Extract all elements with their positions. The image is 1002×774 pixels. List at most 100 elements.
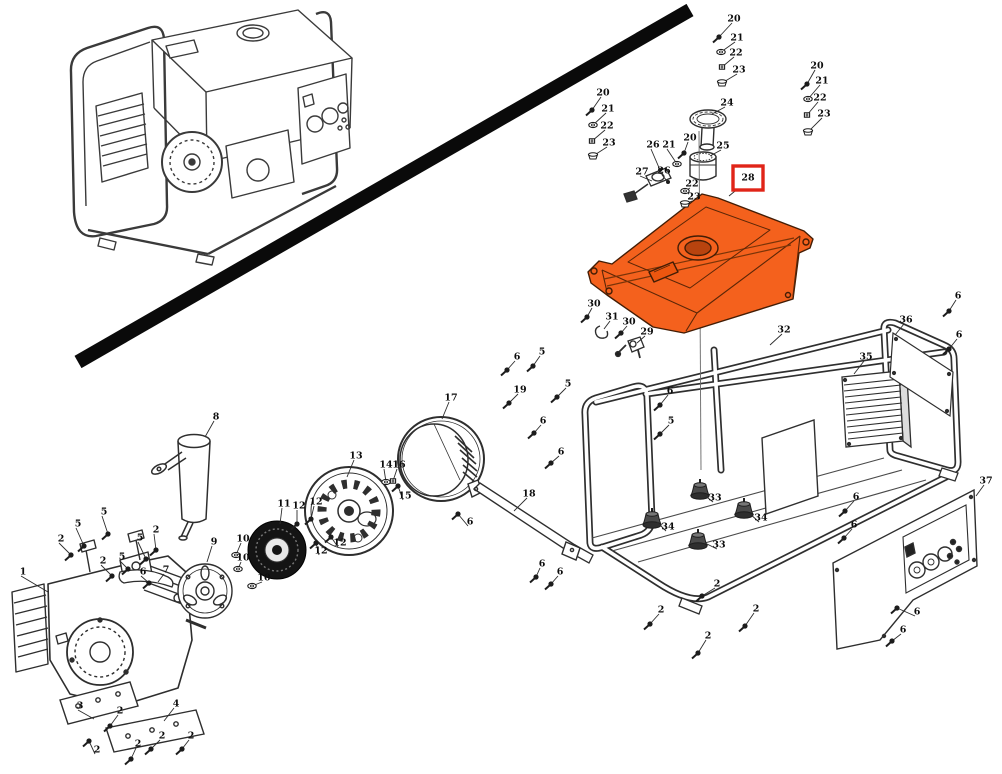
part-callout-10[interactable]: 10	[231, 534, 250, 559]
part-callout-16[interactable]: 16	[389, 460, 406, 484]
part-callout-3[interactable]: 3	[77, 701, 95, 720]
part-callout-23[interactable]: 23	[716, 65, 746, 87]
part-callout-23[interactable]: 23	[587, 138, 616, 160]
part-callout-34[interactable]: 34	[656, 522, 675, 533]
part-callout-2[interactable]: 2	[124, 739, 141, 766]
part-callout-5[interactable]: 5	[137, 533, 149, 566]
part-callout-24[interactable]: 24	[711, 98, 734, 115]
part-callout-6[interactable]: 6	[942, 291, 962, 318]
part-callout-5[interactable]: 5	[101, 507, 111, 541]
part-callout-6[interactable]: 6	[885, 625, 907, 648]
part-callout-6[interactable]: 6	[837, 520, 858, 545]
part-callout-25[interactable]: 25	[709, 141, 730, 157]
part-callout-10[interactable]: 10	[233, 553, 250, 573]
part-number-label: 6	[140, 567, 147, 578]
part-callout-6[interactable]: 6	[942, 330, 963, 356]
generator-housing	[397, 416, 485, 502]
part-callout-20[interactable]: 20	[800, 61, 824, 91]
part-callout-6[interactable]: 6	[140, 567, 152, 590]
part-callout-2[interactable]: 2	[175, 731, 194, 756]
part-callout-2[interactable]: 2	[695, 579, 720, 603]
part-callout-22[interactable]: 22	[718, 48, 743, 70]
part-callout-2[interactable]: 2	[149, 525, 159, 557]
part-callout-21[interactable]: 21	[716, 33, 744, 56]
part-callout-8[interactable]: 8	[204, 412, 220, 438]
part-callout-23[interactable]: 23	[679, 192, 701, 208]
part-callout-15[interactable]: 15	[391, 483, 412, 502]
part-callout-2[interactable]: 2	[691, 631, 711, 660]
part-callout-12[interactable]: 12	[304, 497, 323, 526]
part-callout-7[interactable]: 7	[157, 565, 169, 583]
part-callout-19[interactable]: 19	[502, 385, 527, 410]
part-number-label: 30	[622, 317, 636, 328]
part-callout-10[interactable]: 10	[247, 573, 271, 590]
part-callout-30[interactable]: 30	[614, 317, 636, 340]
part-callout-22[interactable]: 22	[588, 121, 614, 144]
part-callout-12[interactable]: 12	[324, 534, 347, 549]
part-callout-2[interactable]: 2	[82, 738, 100, 756]
part-number-label: 23	[687, 192, 700, 203]
part-callout-21[interactable]: 21	[662, 140, 682, 168]
part-number-label: 11	[277, 499, 290, 510]
part-callout-33[interactable]: 33	[702, 493, 722, 504]
part-callout-2[interactable]: 2	[103, 706, 123, 733]
part-callout-1[interactable]: 1	[20, 567, 49, 593]
part-callout-2[interactable]: 2	[144, 731, 165, 756]
part-callout-18[interactable]: 18	[513, 489, 536, 512]
part-callout-27[interactable]: 27	[635, 167, 653, 182]
part-callout-11[interactable]: 11	[277, 499, 291, 525]
part-callout-22[interactable]: 22	[803, 93, 827, 118]
part-number-label: 3	[77, 701, 84, 712]
part-callout-6[interactable]: 6	[500, 352, 521, 377]
part-callout-22[interactable]: 22	[680, 179, 699, 195]
part-callout-6[interactable]: 6	[529, 559, 546, 584]
part-callout-29[interactable]: 29	[636, 327, 654, 344]
part-callout-21[interactable]: 21	[588, 104, 615, 129]
part-callout-20[interactable]: 20	[585, 88, 610, 117]
part-callout-6[interactable]: 6	[653, 386, 674, 412]
part-callout-13[interactable]: 13	[346, 451, 363, 478]
part-callout-2[interactable]: 2	[100, 556, 115, 583]
part-callout-2[interactable]: 2	[738, 604, 759, 633]
part-callout-2[interactable]: 2	[58, 534, 74, 562]
part-callout-6[interactable]: 6	[890, 605, 921, 618]
part-number-label: 16	[392, 460, 406, 471]
part-callout-6[interactable]: 6	[527, 416, 547, 440]
part-callout-26[interactable]: 26	[657, 166, 671, 185]
part-callout-32[interactable]: 32	[769, 325, 791, 346]
part-callout-12[interactable]: 12	[309, 540, 328, 557]
part-callout-37[interactable]: 37	[975, 476, 993, 497]
fuel-tank-highlighted[interactable]	[587, 193, 814, 334]
part-callout-2[interactable]: 2	[643, 605, 664, 631]
part-callout-33[interactable]: 33	[704, 540, 726, 551]
part-callout-14[interactable]: 14	[379, 460, 393, 486]
part-callout-6[interactable]: 6	[544, 447, 565, 470]
part-callout-5[interactable]: 5	[526, 347, 545, 373]
part-callout-6[interactable]: 6	[544, 567, 564, 591]
part-callout-6[interactable]: 6	[838, 492, 860, 518]
part-callout-12[interactable]: 12	[290, 501, 306, 531]
engine-illustration	[11, 529, 207, 707]
part-callout-28[interactable]: 28	[728, 164, 765, 197]
part-callout-34[interactable]: 34	[748, 513, 768, 524]
part-callout-26[interactable]: 26	[646, 140, 662, 173]
rubber-mounts	[641, 479, 755, 550]
part-callout-17[interactable]: 17	[441, 393, 458, 420]
part-callout-4[interactable]: 4	[163, 699, 180, 722]
part-callout-23[interactable]: 23	[802, 109, 831, 136]
part-callout-35[interactable]: 35	[853, 352, 873, 375]
part-callout-5[interactable]: 5	[119, 552, 131, 576]
part-callout-31[interactable]: 31	[603, 312, 619, 330]
part-callout-5[interactable]: 5	[550, 379, 571, 404]
part-callout-21[interactable]: 21	[803, 76, 829, 103]
part-callout-20[interactable]: 20	[712, 14, 741, 44]
part-callout-9[interactable]: 9	[206, 537, 218, 563]
part-callout-30[interactable]: 30	[580, 299, 601, 324]
part-callout-20[interactable]: 20	[677, 133, 697, 160]
part-callout-5[interactable]: 5	[75, 519, 87, 553]
part-callout-5[interactable]: 5	[653, 416, 674, 441]
part-callout-36[interactable]: 36	[894, 315, 913, 336]
part-number-label: 6	[914, 607, 921, 618]
part-number-label: 18	[522, 489, 536, 500]
part-callout-6[interactable]: 6	[451, 511, 474, 528]
